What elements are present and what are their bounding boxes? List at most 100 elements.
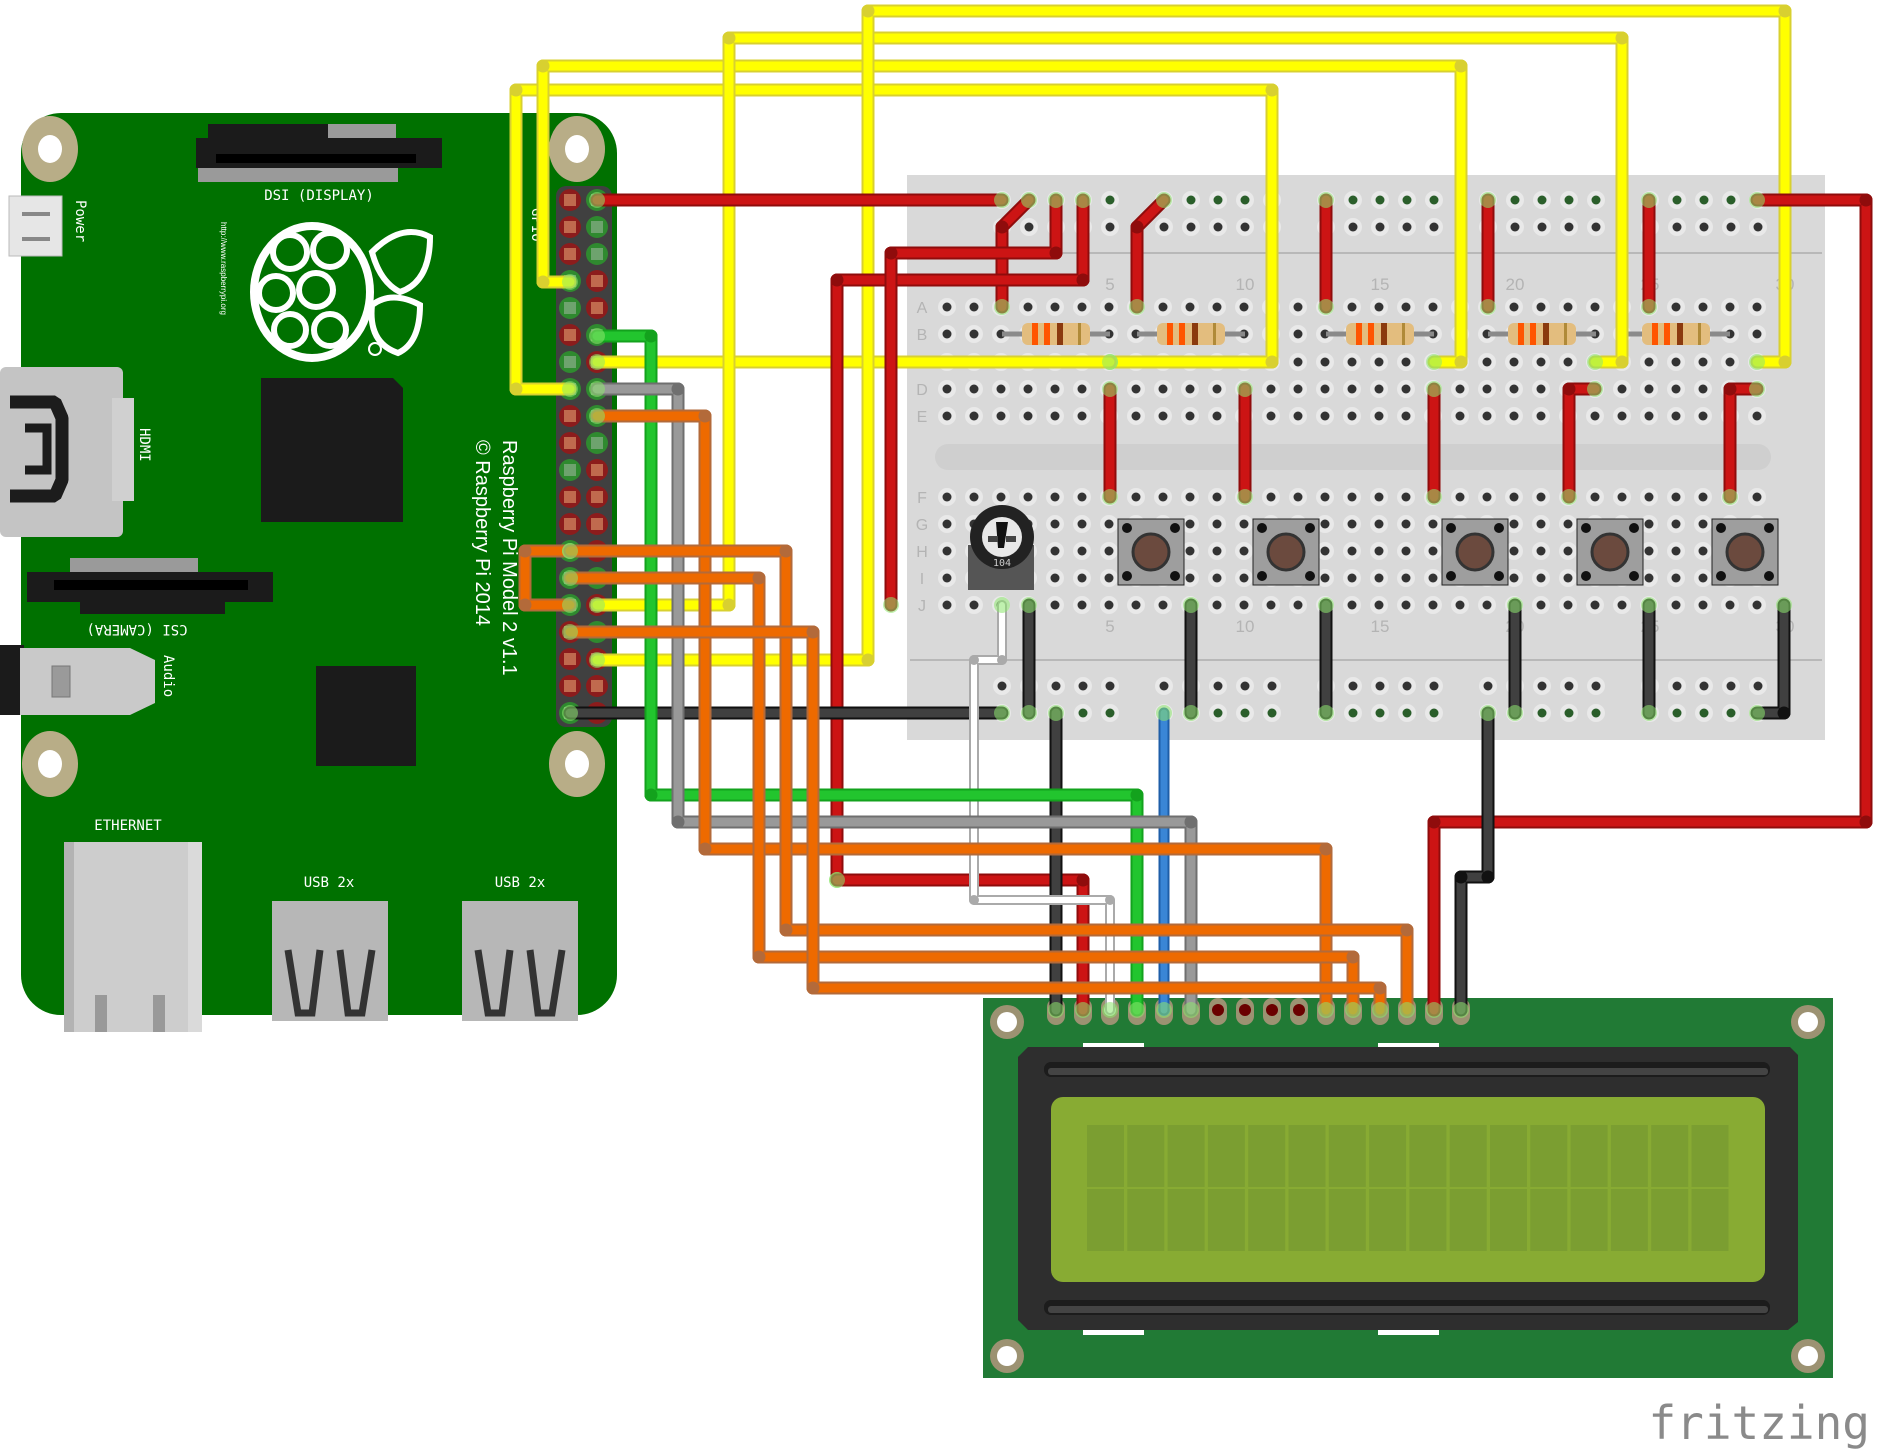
breadboard-hole: [1104, 600, 1114, 610]
rail-hole: [997, 681, 1007, 691]
breadboard-hole: [1536, 600, 1546, 610]
url-label: http://www.raspberrypi.org: [219, 222, 228, 315]
breadboard-hole: [1671, 302, 1681, 312]
breadboard-hole: [1374, 546, 1384, 556]
breadboard-hole: [1536, 411, 1546, 421]
breadboard-hole: [1752, 329, 1762, 339]
lcd-cell: [1127, 1125, 1165, 1187]
red-wire: [829, 872, 1091, 1018]
rail-hole: [1375, 708, 1385, 718]
rail-hole: [1726, 195, 1736, 205]
row-label: J: [918, 598, 926, 615]
rail-hole: [1348, 681, 1358, 691]
csi-label: CSI (CAMERA): [86, 621, 187, 637]
breadboard-hole: [1671, 519, 1681, 529]
breadboard-hole: [1698, 519, 1708, 529]
breadboard-hole: [1401, 302, 1411, 312]
breadboard-hole: [1320, 546, 1330, 556]
push-button: [1576, 518, 1644, 586]
column-number: 10: [1236, 275, 1255, 294]
rail-hole: [1240, 708, 1250, 718]
breadboard-hole: [1698, 411, 1708, 421]
rail-hole: [1348, 222, 1358, 232]
mounting-hole: [990, 1339, 1024, 1373]
rail-hole: [1591, 195, 1601, 205]
lcd-cell: [1207, 1125, 1245, 1187]
column-number: 5: [1105, 617, 1114, 636]
rail-hole: [1186, 195, 1196, 205]
red-wire: [1102, 381, 1118, 505]
rail-hole: [1402, 681, 1412, 691]
breadboard-hole: [1698, 357, 1708, 367]
power-label: Power: [72, 200, 88, 242]
breadboard-hole: [1509, 357, 1519, 367]
breadboard-hole: [1536, 519, 1546, 529]
orange-wire: [562, 543, 1415, 1018]
breadboard-hole: [1374, 519, 1384, 529]
resistor: [1488, 323, 1596, 345]
dsi-connector: DSI (DISPLAY): [196, 124, 442, 204]
breadboard-hole: [1725, 357, 1735, 367]
rail-hole: [1537, 708, 1547, 718]
breadboard-hole: [1131, 600, 1141, 610]
breadboard-hole: [1428, 600, 1438, 610]
breadboard-hole: [1212, 600, 1222, 610]
breadboard-hole: [969, 329, 979, 339]
mounting-hole: [549, 116, 605, 182]
breadboard-hole: [1536, 492, 1546, 502]
breadboard-hole: [942, 519, 952, 529]
breadboard-hole: [1320, 357, 1330, 367]
rail-hole: [1159, 681, 1169, 691]
breadboard-hole: [969, 384, 979, 394]
breadboard-hole: [942, 302, 952, 312]
rail-hole: [1267, 708, 1277, 718]
row-label: H: [916, 544, 928, 561]
yellow-wire: [589, 354, 1118, 370]
lcd-cell: [1409, 1189, 1447, 1251]
lcd-module: [983, 998, 1833, 1378]
rail-hole: [1699, 222, 1709, 232]
rail-hole: [1429, 222, 1439, 232]
breadboard-hole: [1293, 357, 1303, 367]
rail-hole: [1240, 195, 1250, 205]
rail-hole: [1429, 681, 1439, 691]
breadboard-hole: [1131, 492, 1141, 502]
breadboard-hole: [1023, 411, 1033, 421]
breadboard-hole: [1104, 546, 1114, 556]
ethernet-port: ETHERNET: [64, 818, 202, 1032]
breadboard-hole: [1023, 302, 1033, 312]
breadboard-hole: [1347, 384, 1357, 394]
hdmi-label: HDMI: [136, 428, 152, 462]
breadboard-hole: [1050, 384, 1060, 394]
red-wire: [1237, 381, 1253, 505]
mounting-hole: [22, 731, 78, 797]
breadboard-hole: [1536, 357, 1546, 367]
black-wire: [1183, 597, 1199, 721]
red-wire: [1318, 192, 1334, 315]
rail-hole: [1591, 222, 1601, 232]
breadboard-hole: [1509, 492, 1519, 502]
breadboard-hole: [1212, 384, 1222, 394]
breadboard-hole: [1482, 600, 1492, 610]
rail-hole: [1672, 708, 1682, 718]
breadboard-hole: [1509, 302, 1519, 312]
breadboard-hole: [1239, 546, 1249, 556]
breadboard-hole: [1158, 492, 1168, 502]
breadboard-hole: [1185, 573, 1195, 583]
breadboard-hole: [1563, 546, 1573, 556]
mounting-hole: [990, 1005, 1024, 1039]
breadboard-hole: [1077, 492, 1087, 502]
rail-hole: [1429, 195, 1439, 205]
yellow-wire: [509, 83, 1279, 397]
rail-hole: [1429, 708, 1439, 718]
red-wire: [1426, 381, 1442, 505]
lcd-cell: [1288, 1189, 1326, 1251]
breadboard-hole: [1050, 600, 1060, 610]
rail-hole: [1078, 708, 1088, 718]
breadboard-hole: [1050, 519, 1060, 529]
lcd-cell: [1248, 1125, 1286, 1187]
resistor: [1326, 323, 1434, 345]
breadboard-hole: [1752, 302, 1762, 312]
breadboard-hole: [1536, 302, 1546, 312]
lcd-cell: [1328, 1189, 1366, 1251]
